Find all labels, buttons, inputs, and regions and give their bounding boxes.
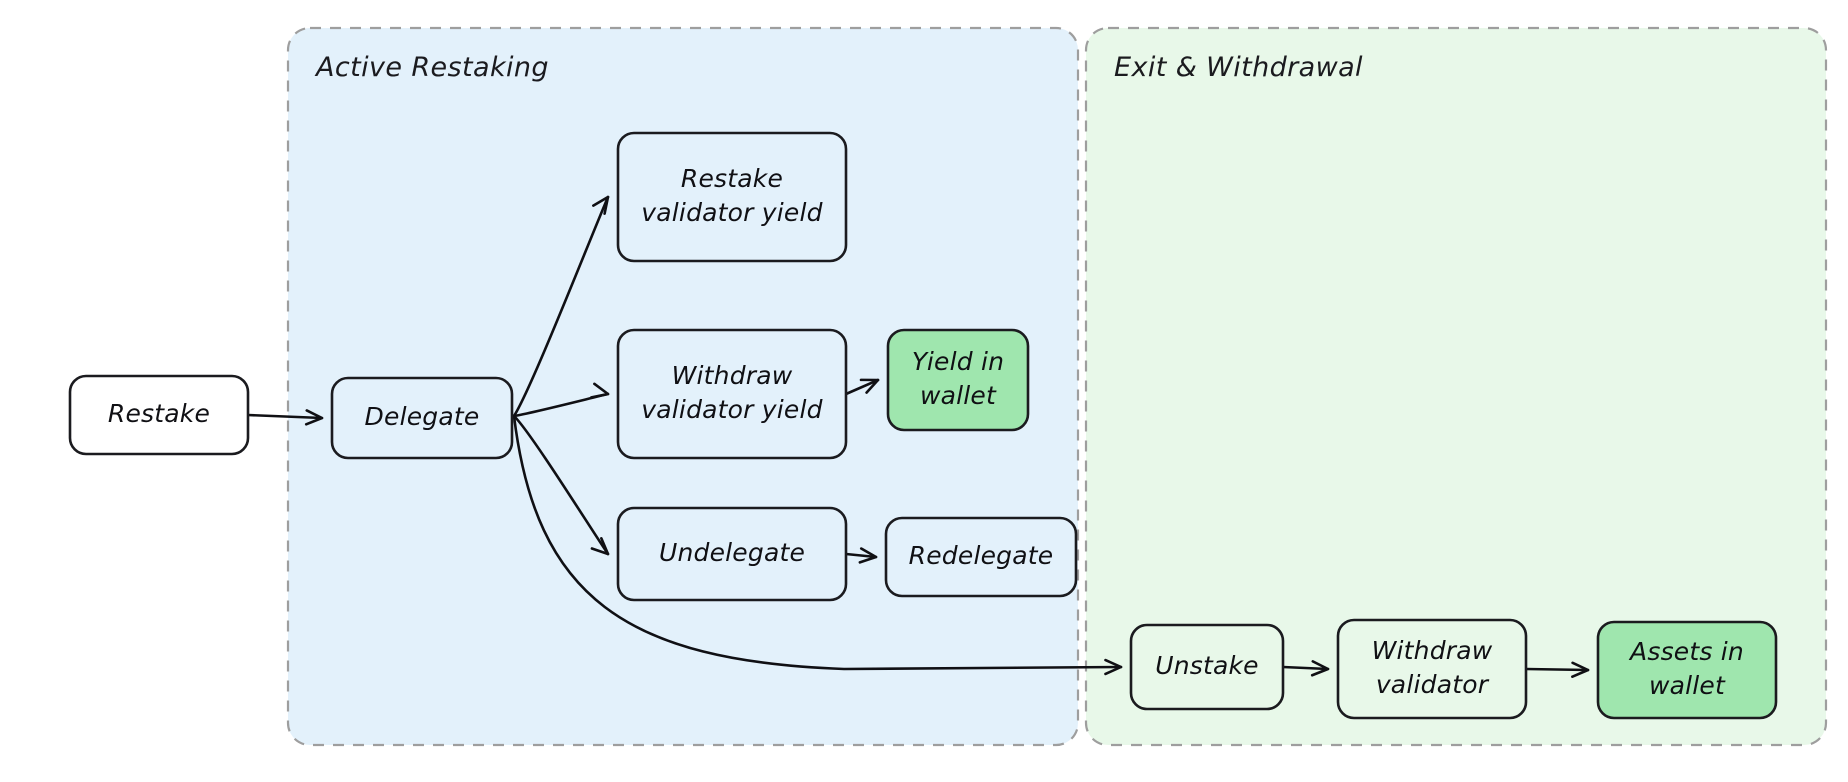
node-label-withdraw-validator: Withdraw [1372, 636, 1493, 665]
node-delegate[interactable]: Delegate [330, 376, 514, 460]
edge-line-withdraw-validator-to-assets [1524, 667, 1590, 672]
node-rect-redelegate [884, 516, 1078, 598]
edge-delegate-to-unstake [512, 414, 1123, 676]
node-withdraw-validator[interactable]: Withdraw validator [1336, 618, 1528, 720]
arrowhead-icon-undelegate-to-redelegate [858, 547, 878, 564]
group-label-exit-withdrawal: Exit & Withdrawal [1114, 52, 1363, 83]
node-label-restake-yield: validator yield [641, 198, 822, 227]
edge-delegate-to-withdraw-yield [512, 382, 610, 418]
node-rect-yield-in-wallet [886, 328, 1030, 432]
node-label-withdraw-yield: validator yield [641, 395, 822, 424]
node-rect-unstake [1129, 623, 1285, 711]
node-assets-in-wallet[interactable]: Assets in wallet [1596, 620, 1778, 720]
node-label-withdraw-yield: Withdraw [672, 361, 793, 390]
edge-line-delegate-to-undelegate [512, 414, 610, 556]
node-redelegate[interactable]: Redelegate [884, 516, 1078, 598]
edge-line-restake-to-delegate [246, 413, 324, 420]
arrowhead-icon-delegate-to-restake-yield [592, 195, 610, 215]
edge-line-undelegate-to-redelegate [844, 552, 878, 559]
arrowhead-icon-withdraw-validator-to-assets [1571, 661, 1590, 678]
node-restake[interactable]: Restake [68, 374, 250, 456]
node-label-yield-in-wallet: wallet [920, 381, 997, 410]
edge-restake-to-delegate [246, 409, 324, 426]
node-label-undelegate: Undelegate [659, 538, 805, 567]
edge-delegate-to-undelegate [512, 414, 610, 556]
node-label-restake: Restake [108, 399, 210, 428]
node-rect-delegate [330, 376, 514, 460]
node-rect-restake [68, 374, 250, 456]
arrowhead-icon-delegate-to-undelegate [590, 537, 610, 556]
node-rect-withdraw-yield [616, 328, 848, 460]
node-withdraw-yield[interactable]: Withdraw validator yield [616, 328, 848, 460]
arrowhead-icon-restake-to-delegate [304, 409, 324, 426]
node-rect-assets-in-wallet [1596, 620, 1778, 720]
edge-unstake-to-withdraw-validator [1281, 660, 1330, 677]
node-label-withdraw-validator: validator [1376, 670, 1490, 699]
node-label-redelegate: Redelegate [909, 541, 1054, 570]
node-restake-yield[interactable]: Restake validator yield [616, 131, 848, 263]
group-label-active-restaking: Active Restaking [314, 52, 549, 83]
node-rect-restake-yield [616, 131, 848, 263]
node-rect-undelegate [616, 506, 848, 602]
node-label-unstake: Unstake [1155, 651, 1259, 680]
edge-undelegate-to-redelegate [844, 547, 878, 564]
node-label-assets-in-wallet: wallet [1649, 671, 1726, 700]
edges-layer [246, 195, 1590, 678]
edge-withdraw-yield-to-yield-in-wallet [844, 378, 880, 396]
edge-line-delegate-to-unstake [512, 414, 1123, 671]
node-label-yield-in-wallet: Yield in [912, 347, 1004, 376]
arrowhead-icon-withdraw-yield-to-yield-in-wallet [859, 378, 880, 394]
edge-line-delegate-to-restake-yield [512, 195, 610, 418]
edge-line-unstake-to-withdraw-validator [1281, 665, 1330, 671]
arrowhead-icon-delegate-to-withdraw-yield [590, 382, 610, 399]
edge-withdraw-validator-to-assets [1524, 661, 1590, 678]
group-exit-withdrawal: Exit & Withdrawal [1084, 26, 1828, 747]
node-label-delegate: Delegate [365, 402, 480, 431]
group-rect-exit-withdrawal [1084, 26, 1828, 747]
edge-delegate-to-restake-yield [512, 195, 610, 418]
node-label-restake-yield: Restake [681, 164, 783, 193]
node-label-assets-in-wallet: Assets in [1628, 637, 1744, 666]
arrowhead-icon-unstake-to-withdraw-validator [1310, 660, 1330, 677]
node-rect-withdraw-validator [1336, 618, 1528, 720]
node-unstake[interactable]: Unstake [1129, 623, 1285, 711]
arrowhead-icon-delegate-to-unstake [1104, 658, 1123, 676]
edge-line-withdraw-yield-to-yield-in-wallet [844, 378, 880, 396]
node-yield-in-wallet[interactable]: Yield in wallet [886, 328, 1030, 432]
node-undelegate[interactable]: Undelegate [616, 506, 848, 602]
